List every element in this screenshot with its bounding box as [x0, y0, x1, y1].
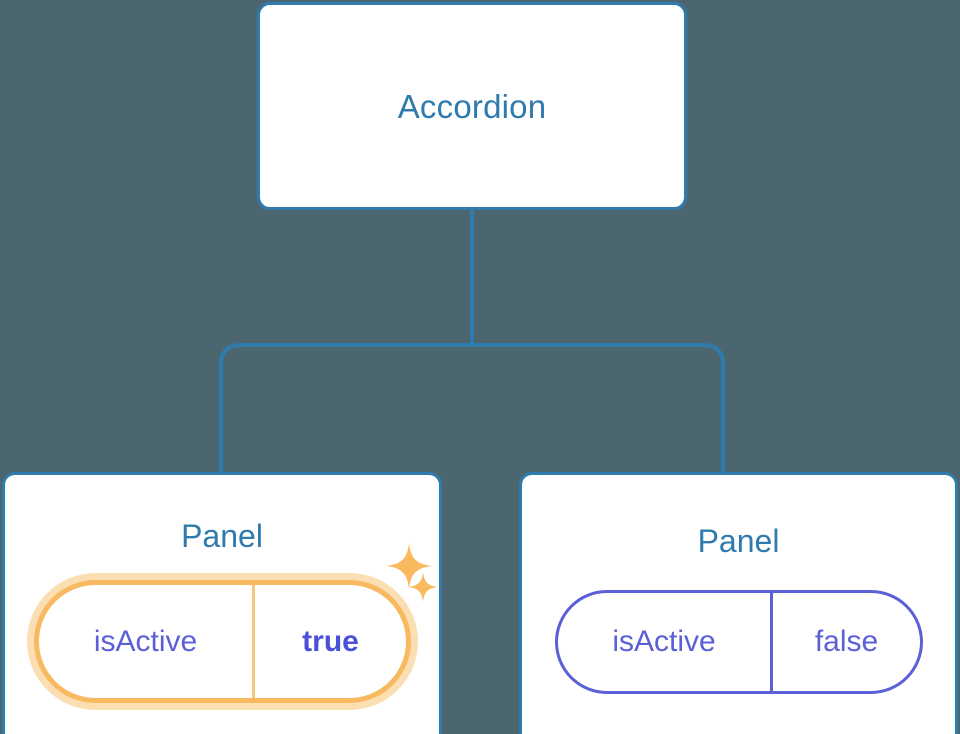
connector-branch-bus	[219, 343, 725, 474]
node-panel-inactive-label: Panel	[697, 523, 780, 559]
prop-pill-divider	[770, 593, 773, 691]
prop-pill-divider	[252, 585, 255, 698]
node-accordion[interactable]: Accordion	[257, 2, 687, 210]
prop-value-label: false	[814, 625, 879, 658]
prop-pill-isactive-false[interactable]: isActive false	[555, 590, 923, 694]
prop-pill-isactive-true[interactable]: isActive true	[34, 580, 411, 703]
prop-value-label: true	[302, 624, 359, 658]
prop-key-label: isActive	[93, 624, 198, 658]
node-accordion-label: Accordion	[397, 87, 547, 125]
prop-key-label: isActive	[612, 625, 716, 658]
node-panel-active-label: Panel	[181, 518, 263, 554]
